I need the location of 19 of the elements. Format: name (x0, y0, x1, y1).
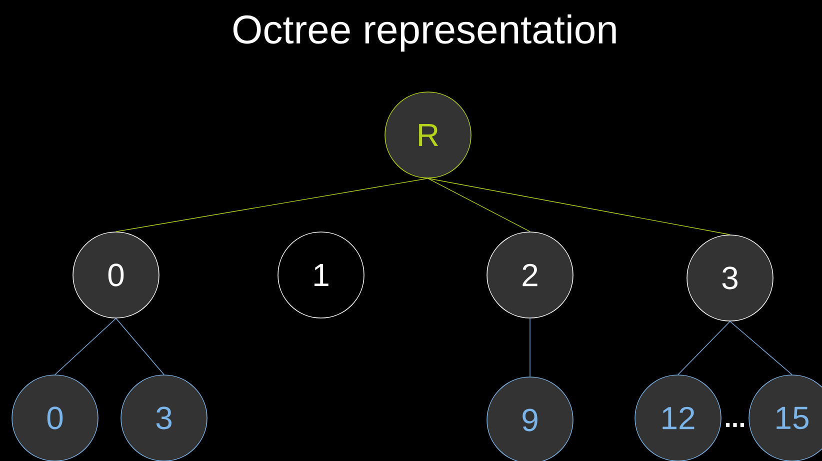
tree-node: 12 (634, 374, 722, 461)
tree-node: 0 (72, 232, 160, 318)
tree-edge (116, 178, 428, 232)
tree-edge (730, 321, 792, 375)
tree-edge (428, 178, 730, 235)
tree-edge (678, 321, 730, 375)
tree-node: 3 (120, 374, 208, 461)
tree-node: 0 (12, 374, 98, 461)
tree-edge (428, 178, 530, 232)
tree-node: 9 (486, 376, 574, 461)
tree-edge (54, 318, 116, 375)
tree-edge (116, 318, 164, 375)
tree-node: 3 (686, 234, 774, 322)
tree-node: R (384, 92, 472, 178)
tree-node: 2 (486, 232, 574, 318)
ellipsis-label: ... (726, 423, 744, 427)
title: Octree representation (233, 14, 616, 52)
tree-node: 1 (278, 232, 364, 318)
tree-node: 15 (748, 374, 822, 461)
